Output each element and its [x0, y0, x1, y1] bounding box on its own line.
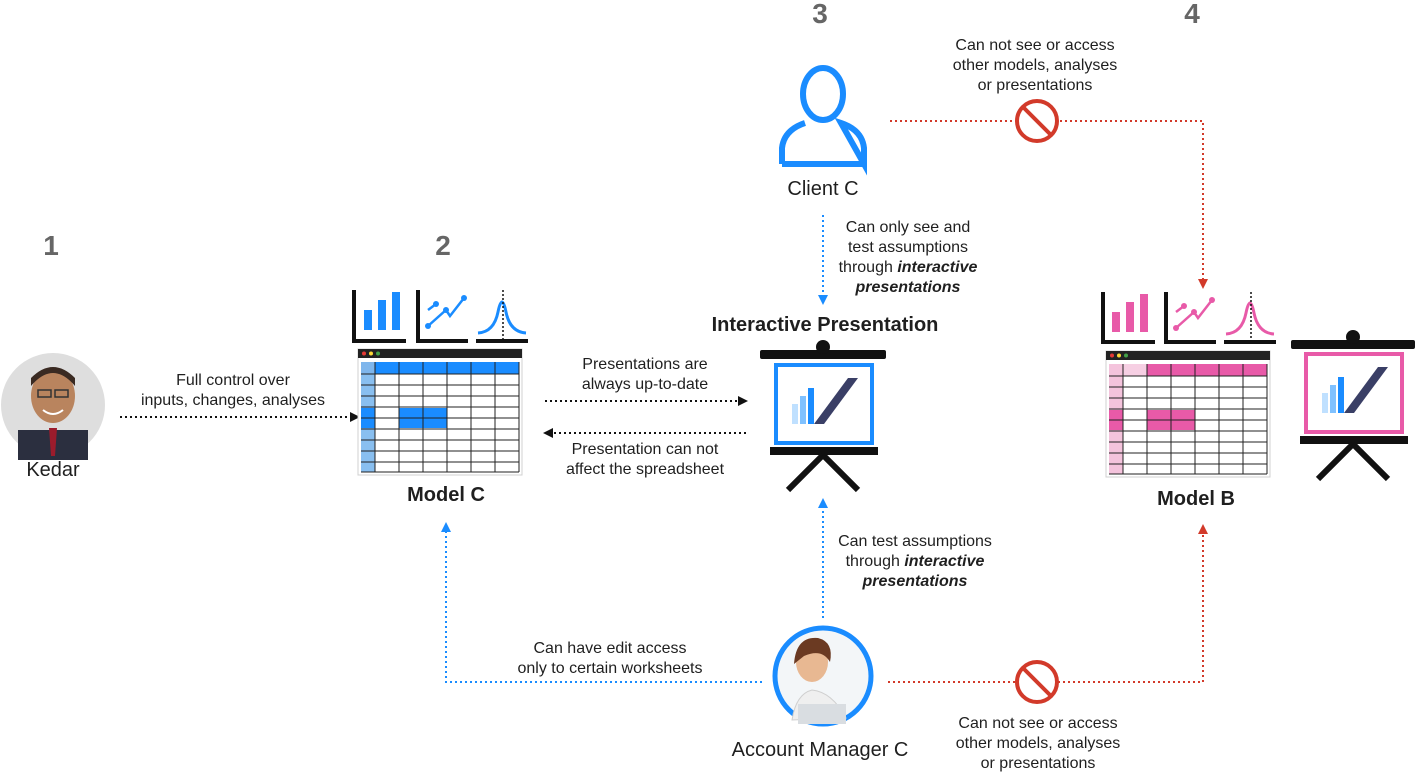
person-outline-icon [779, 65, 867, 176]
edge-label-client-blocked: Can not see or access other models, anal… [952, 37, 1118, 94]
account-manager-avatar [772, 625, 874, 727]
arrow-manager-to-model-c [441, 522, 762, 683]
edge-label-kedar-to-model: Full control over inputs, changes, analy… [140, 372, 326, 409]
edge-label-client-to-presentation: Can only see and test assumptions throug… [838, 219, 978, 296]
kedar-label: Kedar [26, 459, 80, 481]
bell-curve-icon [1224, 292, 1276, 344]
edge-label-manager-to-model: Can have edit access only to certain wor… [517, 640, 703, 677]
edge-label-manager-blocked: Can not see or access other models, anal… [955, 715, 1121, 772]
spreadsheet-icon [357, 348, 523, 476]
kedar-avatar [1, 353, 105, 460]
bar-chart-icon [352, 290, 406, 343]
model-b-title: Model B [1157, 488, 1235, 510]
edge-label-presentation-to-model: Presentation can not affect the spreadsh… [565, 441, 725, 478]
bell-curve-icon [476, 290, 528, 343]
step-number-2: 2 [435, 230, 451, 261]
no-entry-icon [1015, 99, 1059, 143]
arrow-manager-to-model-b [888, 524, 1208, 683]
no-entry-icon [1015, 660, 1059, 704]
edge-label-model-to-presentation: Presentations are always up-to-date [581, 356, 709, 393]
step-number-1: 1 [43, 230, 59, 261]
interactive-presentation-title: Interactive Presentation [711, 314, 939, 336]
account-manager-c-label: Account Manager C [731, 739, 909, 761]
presentation-board-icon [760, 340, 886, 493]
bar-chart-icon [1101, 292, 1155, 344]
spreadsheet-icon [1105, 350, 1271, 478]
line-chart-icon [1164, 292, 1216, 344]
step-number-4: 4 [1184, 0, 1200, 29]
model-c-title: Model C [407, 484, 485, 506]
presentation-board-icon [1291, 330, 1415, 482]
line-chart-icon [416, 290, 468, 343]
edge-label-manager-to-presentation: Can test assumptions through interactive… [838, 533, 992, 590]
client-c-label: Client C [787, 178, 859, 200]
step-number-3: 3 [812, 0, 828, 29]
